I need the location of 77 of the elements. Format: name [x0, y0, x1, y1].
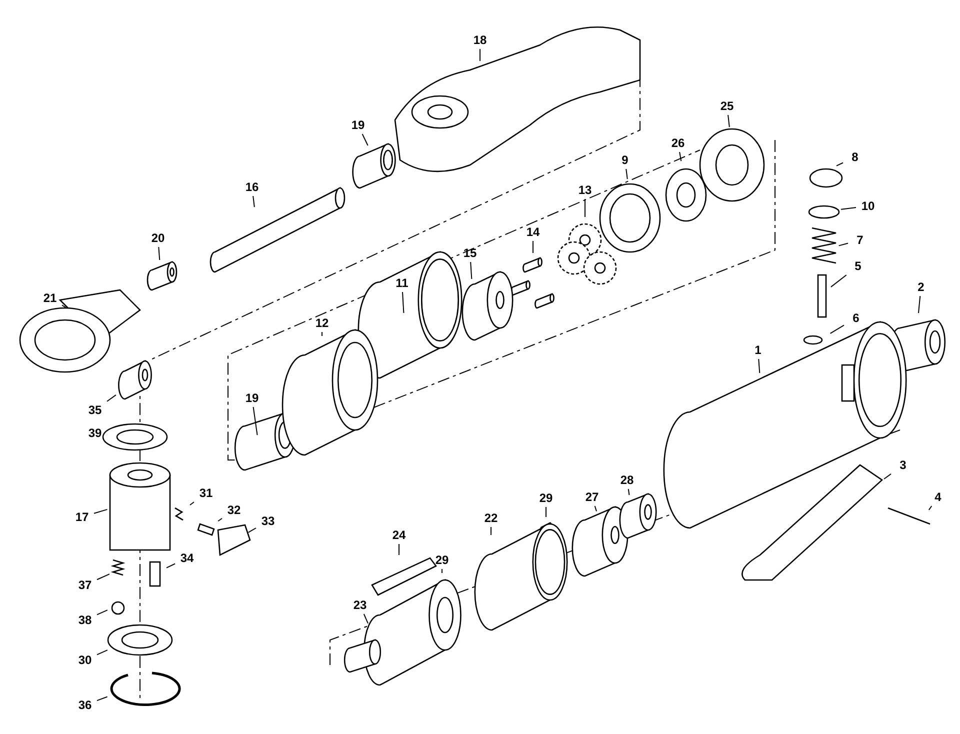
leader-line — [584, 198, 586, 218]
leader-line — [884, 473, 892, 480]
leader-line — [106, 394, 116, 402]
callout-number: 10 — [857, 198, 879, 214]
callout-number: 18 — [469, 32, 491, 48]
callout-number: 17 — [71, 509, 93, 525]
leader-line — [470, 262, 472, 280]
callout-number: 29 — [431, 552, 453, 568]
leader-line — [252, 406, 258, 436]
leader-line — [532, 240, 534, 254]
callout-number: 16 — [241, 179, 263, 195]
callout-number: 1 — [747, 342, 769, 358]
leader-line — [594, 506, 597, 512]
callout-number: 37 — [74, 577, 96, 593]
callout-number: 19 — [347, 117, 369, 133]
leader-line — [62, 304, 66, 308]
callout-number: 28 — [616, 472, 638, 488]
callout-number: 15 — [459, 245, 481, 261]
leader-line — [96, 696, 108, 702]
leader-line — [96, 650, 108, 656]
callout-number: 21 — [39, 290, 61, 306]
callout-number: 12 — [311, 315, 333, 331]
callout-number: 26 — [667, 135, 689, 151]
callout-number: 2 — [910, 279, 932, 295]
callout-number: 8 — [844, 149, 866, 165]
callout-number: 14 — [522, 224, 544, 240]
leader-line — [158, 246, 160, 261]
leader-line — [918, 296, 921, 314]
callout-number: 13 — [574, 182, 596, 198]
leader-line — [836, 162, 844, 166]
leader-line — [928, 506, 932, 510]
callout-number: 24 — [388, 527, 410, 543]
leader-line — [830, 274, 847, 288]
callout-number: 5 — [847, 258, 869, 274]
leader-line — [362, 134, 368, 146]
leader-line — [728, 114, 730, 128]
callout-number: 6 — [845, 310, 867, 326]
leader-line — [830, 324, 844, 334]
leader-line — [363, 614, 368, 624]
callout-number: 25 — [716, 98, 738, 114]
callout-number: 7 — [849, 232, 871, 248]
leader-line — [94, 508, 108, 514]
callout-number: 33 — [257, 513, 279, 529]
leader-line — [248, 528, 256, 533]
leader-line — [166, 563, 176, 568]
callout-number: 36 — [74, 697, 96, 713]
callout-number: 27 — [581, 489, 603, 505]
callout-number: 19 — [241, 390, 263, 406]
leader-line — [838, 242, 848, 246]
callout-number: 20 — [147, 230, 169, 246]
leader-line — [626, 168, 628, 180]
callout-number: 30 — [74, 652, 96, 668]
callout-number: 32 — [223, 502, 245, 518]
leader-line — [402, 292, 404, 314]
callout-number: 31 — [195, 485, 217, 501]
leader-line — [252, 196, 255, 208]
leader-line — [218, 518, 222, 522]
leader-line — [840, 207, 856, 210]
callout-number: 38 — [74, 612, 96, 628]
callout-number: 23 — [349, 597, 371, 613]
callout-number: 22 — [480, 510, 502, 526]
callout-number: 3 — [892, 457, 914, 473]
leader-line — [679, 152, 682, 162]
callout-number: 11 — [391, 275, 413, 291]
leader-line — [96, 574, 110, 580]
leader-line — [398, 544, 400, 556]
callout-number: 4 — [927, 489, 949, 505]
callout-number: 29 — [535, 490, 557, 506]
callout-number: 35 — [84, 402, 106, 418]
leader-line — [96, 610, 108, 616]
callout-number: 34 — [176, 550, 198, 566]
callout-number: 9 — [614, 152, 636, 168]
leader-line — [190, 502, 194, 506]
callout-number: 39 — [84, 425, 106, 441]
leader-line — [490, 526, 492, 536]
leader-line — [628, 488, 630, 496]
leader-line — [758, 358, 760, 374]
